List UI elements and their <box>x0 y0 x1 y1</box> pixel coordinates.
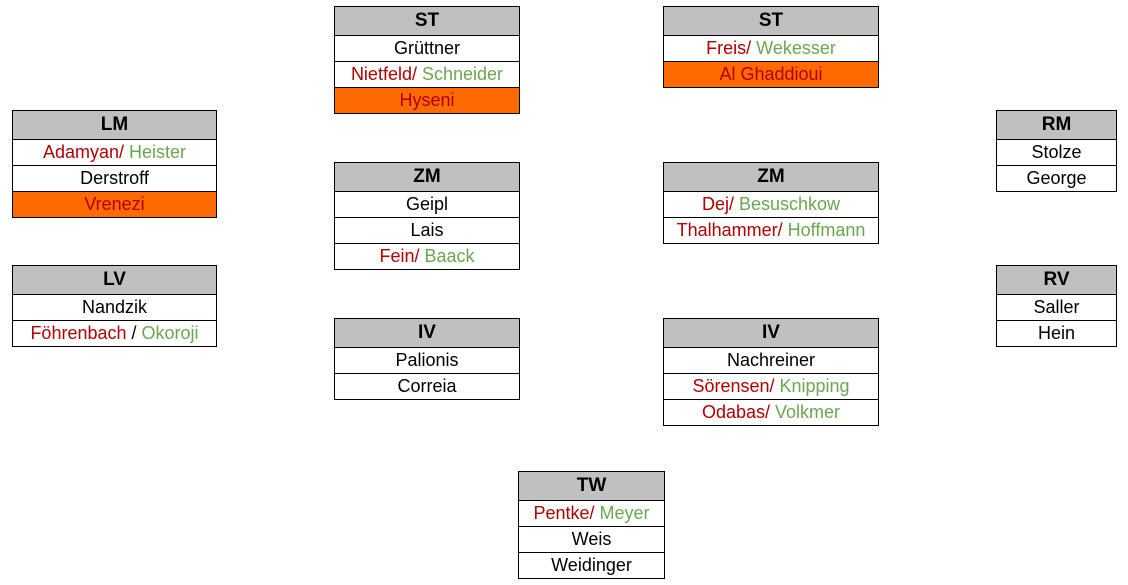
player-name: Vrenezi <box>84 194 145 214</box>
position-label: ZM <box>335 163 519 192</box>
position-label: TW <box>519 472 664 501</box>
player-name: Okoroji <box>141 323 199 343</box>
player-row: Nandzik <box>13 295 216 320</box>
player-name: Adamyan/ <box>42 142 130 162</box>
position-label: RV <box>997 266 1116 295</box>
player-name: Pentke/ <box>533 503 600 523</box>
player-row: Derstroff <box>13 165 216 191</box>
player-name: Weis <box>571 529 612 549</box>
player-name: George <box>1026 168 1087 188</box>
player-row: Föhrenbach / Okoroji <box>13 320 216 346</box>
player-name: / <box>126 323 142 343</box>
player-row: Palionis <box>335 348 519 373</box>
player-name: Hyseni <box>399 90 455 110</box>
player-row: Geipl <box>335 192 519 217</box>
player-name: Fein/ <box>379 246 425 266</box>
player-row: Nachreiner <box>664 348 878 373</box>
player-row: Freis/ Wekesser <box>664 36 878 61</box>
player-row: Vrenezi <box>13 191 216 217</box>
player-name: Nachreiner <box>726 350 816 370</box>
player-name: Derstroff <box>80 168 149 188</box>
player-row: Al Ghaddioui <box>664 61 878 87</box>
player-row: Dej/ Besuschkow <box>664 192 878 217</box>
player-name: Sörensen/ <box>692 376 780 396</box>
player-name: Weidinger <box>551 555 632 575</box>
player-row: Hyseni <box>335 87 519 113</box>
player-name: Saller <box>1033 297 1080 317</box>
player-name: Hein <box>1037 323 1076 343</box>
position-label: ST <box>664 7 878 36</box>
player-name: Volkmer <box>775 402 841 422</box>
player-row: Adamyan/ Heister <box>13 140 216 165</box>
player-name: Wekesser <box>756 38 836 58</box>
player-row: Hein <box>997 320 1116 346</box>
player-row: Saller <box>997 295 1116 320</box>
player-name: Nietfeld/ <box>350 64 422 84</box>
player-name: Freis/ <box>706 38 757 58</box>
player-row: Thalhammer/ Hoffmann <box>664 217 878 243</box>
player-row: Weis <box>519 526 664 552</box>
player-row: George <box>997 165 1116 191</box>
player-name: Föhrenbach <box>30 323 127 343</box>
position-label: LM <box>13 111 216 140</box>
player-row: Pentke/ Meyer <box>519 501 664 526</box>
player-row: Nietfeld/ Schneider <box>335 61 519 87</box>
player-name: Nandzik <box>81 297 148 317</box>
player-name: Stolze <box>1031 142 1082 162</box>
player-name: Baack <box>424 246 475 266</box>
position-label: IV <box>335 319 519 348</box>
position-label: RM <box>997 111 1116 140</box>
position-label: ZM <box>664 163 878 192</box>
player-name: Geipl <box>405 194 449 214</box>
player-name: Lais <box>410 220 444 240</box>
player-name: Schneider <box>421 64 504 84</box>
player-name: Dej/ <box>701 194 739 214</box>
player-row: Grüttner <box>335 36 519 61</box>
position-label: LV <box>13 266 216 295</box>
player-name: Knipping <box>779 376 850 396</box>
position-label: ST <box>335 7 519 36</box>
player-name: Heister <box>129 142 187 162</box>
player-name: Al Ghaddioui <box>719 64 823 84</box>
position-label: IV <box>664 319 878 348</box>
player-row: Sörensen/ Knipping <box>664 373 878 399</box>
player-row: Weidinger <box>519 552 664 578</box>
player-row: Correia <box>335 373 519 399</box>
player-name: Odabas/ <box>701 402 775 422</box>
player-name: Palionis <box>395 350 459 370</box>
player-row: Odabas/ Volkmer <box>664 399 878 425</box>
player-row: Fein/ Baack <box>335 243 519 269</box>
player-name: Grüttner <box>393 38 461 58</box>
player-name: Besuschkow <box>738 194 841 214</box>
player-name: Correia <box>397 376 457 396</box>
player-row: Lais <box>335 217 519 243</box>
player-row: Stolze <box>997 140 1116 165</box>
player-name: Meyer <box>599 503 650 523</box>
player-name: Thalhammer/ <box>676 220 788 240</box>
player-name: Hoffmann <box>787 220 866 240</box>
